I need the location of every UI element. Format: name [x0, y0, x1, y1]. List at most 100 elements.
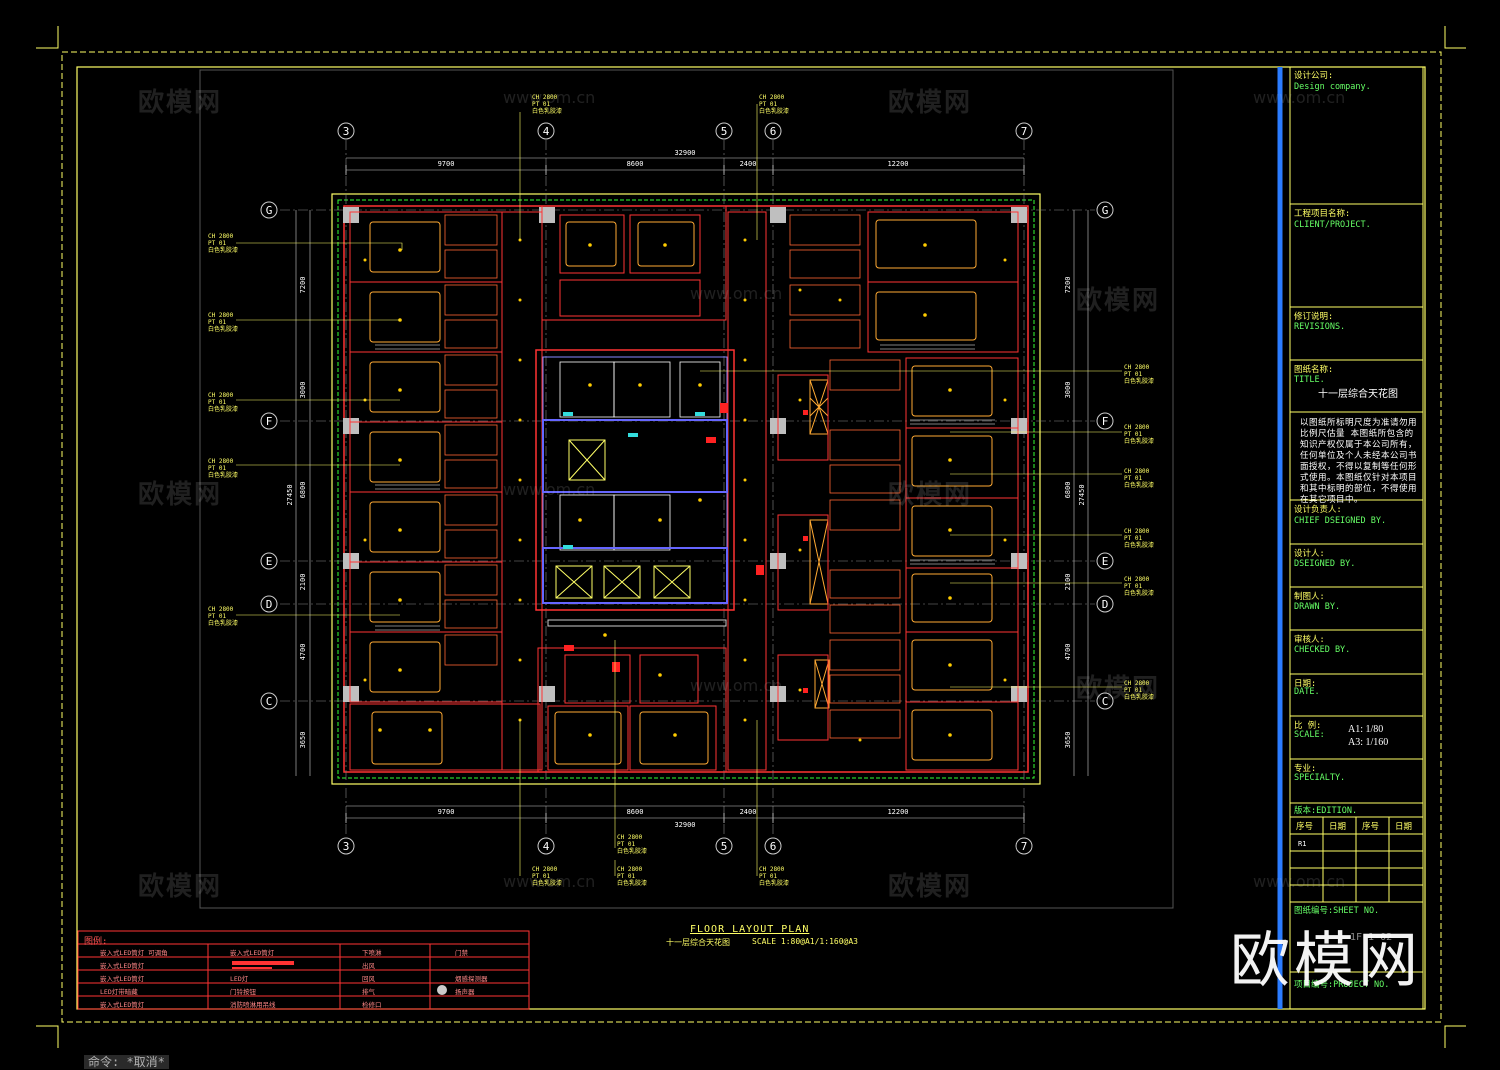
- legend-item: 下喷淋: [362, 949, 382, 957]
- tb-title-cn: 图纸名称:: [1294, 365, 1334, 375]
- tag-height: CH 2800: [1124, 364, 1150, 371]
- tag-material: 白色乳胶漆: [617, 880, 648, 887]
- tb-title-en: TITLE.: [1294, 375, 1325, 385]
- legend-item: 嵌入式LED筒灯: [100, 1001, 145, 1009]
- tb-client-cn: 工程项目名称:: [1294, 209, 1351, 219]
- tb-note: 以图纸所标明尺度为准请勿用比例尺估量 本图纸所包含的知识产权仅属于本公司所有，任…: [1300, 418, 1418, 505]
- watermark-url: www.om.cn: [690, 676, 783, 695]
- grid-row-c-left: C: [266, 695, 273, 708]
- tag-finish: PT 01: [1124, 371, 1143, 378]
- site-logo: 欧模网: [1230, 926, 1422, 996]
- tb-project-no: 项目编号:PROJECT NO.: [1294, 980, 1390, 990]
- legend-bar-swatch-1: [232, 961, 294, 965]
- tb-drawn-en: DRAWN BY.: [1294, 602, 1341, 612]
- grid-bubble-labels: 3 4 5 6 7 3 4 5 6 7 G F E D C G F E D C: [266, 125, 1109, 853]
- legend-dot: [437, 985, 447, 995]
- grid-lines: [280, 140, 1095, 835]
- tag-height: CH 2800: [208, 458, 234, 465]
- tag-material: 白色乳胶漆: [208, 326, 239, 333]
- tag-height: CH 2800: [532, 94, 558, 101]
- elevator-core-rooms: [559, 361, 721, 551]
- bottom-core-ceilings: [554, 711, 709, 765]
- sheet-border-inner: [76, 66, 1426, 1010]
- tag-height: CH 2800: [617, 866, 643, 873]
- tag-material: 白色乳胶漆: [532, 880, 563, 887]
- command-line[interactable]: 命令: *取消*: [84, 1055, 169, 1069]
- tag-material: 白色乳胶漆: [759, 880, 790, 887]
- tag-height: CH 2800: [1124, 576, 1150, 583]
- bottom-service-core: [537, 647, 727, 773]
- tag-material: 白色乳胶漆: [1124, 378, 1155, 385]
- floor-plan[interactable]: 3 4 5 6 7 3 4 5 6 7 G F E D C G F E D C …: [236, 104, 1122, 876]
- dim-top-2: 8600: [627, 160, 644, 168]
- dimension-ticks: [345, 165, 1025, 823]
- legend-item: LED灯带暗藏: [100, 988, 138, 996]
- legend-item: 检修口: [362, 1001, 382, 1009]
- tag-material: 白色乳胶漆: [208, 247, 239, 254]
- dim-left-5: 4700: [299, 644, 307, 661]
- tb-design-company-cn: 设计公司:: [1294, 71, 1334, 81]
- dim-right-5: 4700: [1064, 644, 1072, 661]
- dimension-text: 9700 8600 2400 12200 32900 9700 8600 240…: [286, 149, 1086, 829]
- grid-row-e-left: E: [266, 555, 273, 568]
- tag-finish: PT 01: [1124, 475, 1143, 482]
- tb-title-value: 十一层综合天花图: [1318, 389, 1398, 400]
- tag-height: CH 2800: [1124, 680, 1150, 687]
- watermark-brand: 欧模网: [1076, 674, 1161, 704]
- structural-columns: [343, 207, 1027, 702]
- legend-item: LED灯: [230, 975, 249, 983]
- dim-top-3: 2400: [740, 160, 757, 168]
- legend-item: 回风: [362, 975, 375, 983]
- tb-date-cn: 日期:: [1294, 679, 1317, 689]
- legend-item: 嵌入式LED筒灯: [100, 975, 145, 983]
- tb-specialty-cn: 专业:: [1294, 764, 1317, 774]
- watermark-brand: 欧模网: [888, 480, 973, 510]
- tag-material: 白色乳胶漆: [208, 406, 239, 413]
- dim-right-1: 7200: [1064, 277, 1072, 294]
- dim-right-2: 3000: [1064, 382, 1072, 399]
- tag-height: CH 2800: [1124, 424, 1150, 431]
- watermark-brand: 欧模网: [138, 88, 223, 118]
- dim-left-3: 6800: [299, 482, 307, 499]
- grid-col-5-top: 5: [721, 125, 728, 138]
- crop-marks: [36, 26, 1466, 1048]
- legend-item: 扬声器: [455, 988, 475, 996]
- tb-specialty-en: SPECIALTY.: [1294, 773, 1346, 783]
- grid-row-d-right: D: [1102, 598, 1109, 611]
- legend-item: 门铃按钮: [230, 988, 256, 996]
- tag-height: CH 2800: [208, 392, 234, 399]
- grid-row-e-right: E: [1102, 555, 1109, 568]
- tag-leaders: [236, 104, 1122, 876]
- legend-item: 消防喷淋用吊线: [230, 1001, 276, 1009]
- tb-chief-en: CHIEF DSEIGNED BY.: [1294, 516, 1387, 526]
- watermark-brand: 欧模网: [138, 872, 223, 902]
- tag-material: 白色乳胶漆: [208, 620, 239, 627]
- right-shafts: [809, 379, 830, 709]
- legend-item: 排气: [362, 988, 375, 996]
- plan-subtitle: 十一层综合天花图: [666, 938, 730, 947]
- grid-col-5-bottom: 5: [721, 840, 728, 853]
- legend-item: 嵌入式LED筒灯: [230, 949, 275, 957]
- tb-sheet-no: 图纸编号:SHEET NO.: [1294, 906, 1380, 916]
- tb-client-en: CLIENT/PROJECT.: [1294, 220, 1371, 230]
- watermark-url: www.om.cn: [1253, 88, 1346, 107]
- tb-edition-col-3: 序号: [1362, 822, 1380, 832]
- tag-finish: PT 01: [532, 101, 551, 108]
- title-block-frame: [1277, 66, 1424, 1010]
- legend-frame: [77, 930, 530, 1010]
- tb-scale-en: SCALE:: [1294, 730, 1325, 740]
- dim-right-total: 27450: [1078, 484, 1086, 505]
- elevator-shafts: [555, 439, 691, 599]
- grid-row-f-right: F: [1102, 415, 1109, 428]
- building-wall-outer: [337, 199, 1035, 779]
- dim-bottom-2: 8600: [627, 808, 644, 816]
- tb-edition-col-4: 日期: [1395, 822, 1413, 832]
- dim-right-6: 3650: [1064, 732, 1072, 749]
